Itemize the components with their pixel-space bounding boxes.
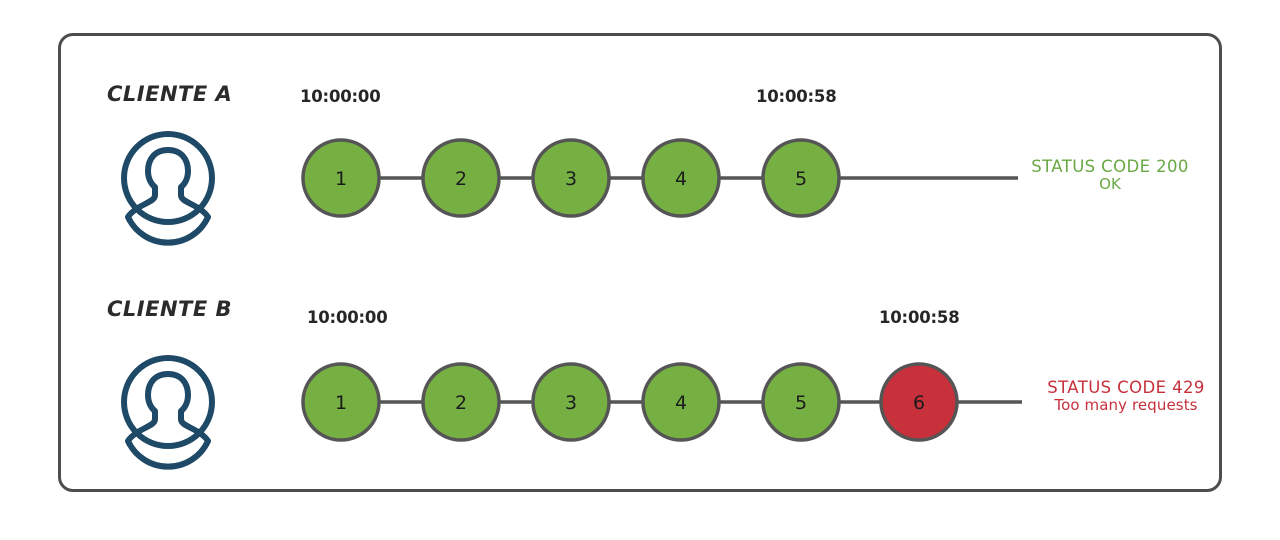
client-b-status-message: Too many requests [1054,396,1198,415]
request-node-label: 4 [675,168,687,190]
request-node-label: 1 [335,168,347,190]
request-node-rate-limited[interactable]: 6 [879,362,959,442]
client-b-avatar-icon [121,355,215,470]
client-a-end-timestamp: 10:00:58 [756,87,837,106]
request-node[interactable]: 4 [641,138,721,218]
request-node[interactable]: 2 [421,138,501,218]
request-node-label: 3 [565,168,577,190]
client-a-status-message: OK [1099,175,1121,194]
client-a-start-timestamp: 10:00:00 [300,87,381,106]
request-node[interactable]: 3 [531,362,611,442]
client-b-request-nodes: 1 2 3 4 5 6 [301,362,959,442]
request-node-label: 2 [455,168,467,190]
request-node-label: 1 [335,392,347,414]
client-b-status: STATUS CODE 429 Too many requests [1026,378,1226,415]
request-node[interactable]: 5 [761,362,841,442]
client-b-status-code: STATUS CODE 429 [1047,378,1205,397]
client-b-label: CLIENTE B [107,297,233,321]
request-node-label: 3 [565,392,577,414]
request-node-label: 5 [795,168,807,190]
request-node[interactable]: 1 [301,138,381,218]
request-node-label: 4 [675,392,687,414]
diagram-frame [58,33,1222,492]
request-node[interactable]: 1 [301,362,381,442]
request-node-label: 2 [455,392,467,414]
client-a-avatar-icon [121,131,215,246]
client-b-start-timestamp: 10:00:00 [307,308,388,327]
request-node[interactable]: 3 [531,138,611,218]
client-a-label: CLIENTE A [107,82,233,106]
request-node-label: 6 [913,392,925,414]
client-b-end-timestamp: 10:00:58 [879,308,960,327]
request-node[interactable]: 5 [761,138,841,218]
request-node[interactable]: 4 [641,362,721,442]
client-a-request-nodes: 1 2 3 4 5 [301,138,841,218]
request-node[interactable]: 2 [421,362,501,442]
request-node-label: 5 [795,392,807,414]
client-a-status-code: STATUS CODE 200 [1031,157,1189,176]
client-a-status: STATUS CODE 200 OK [1026,157,1194,194]
